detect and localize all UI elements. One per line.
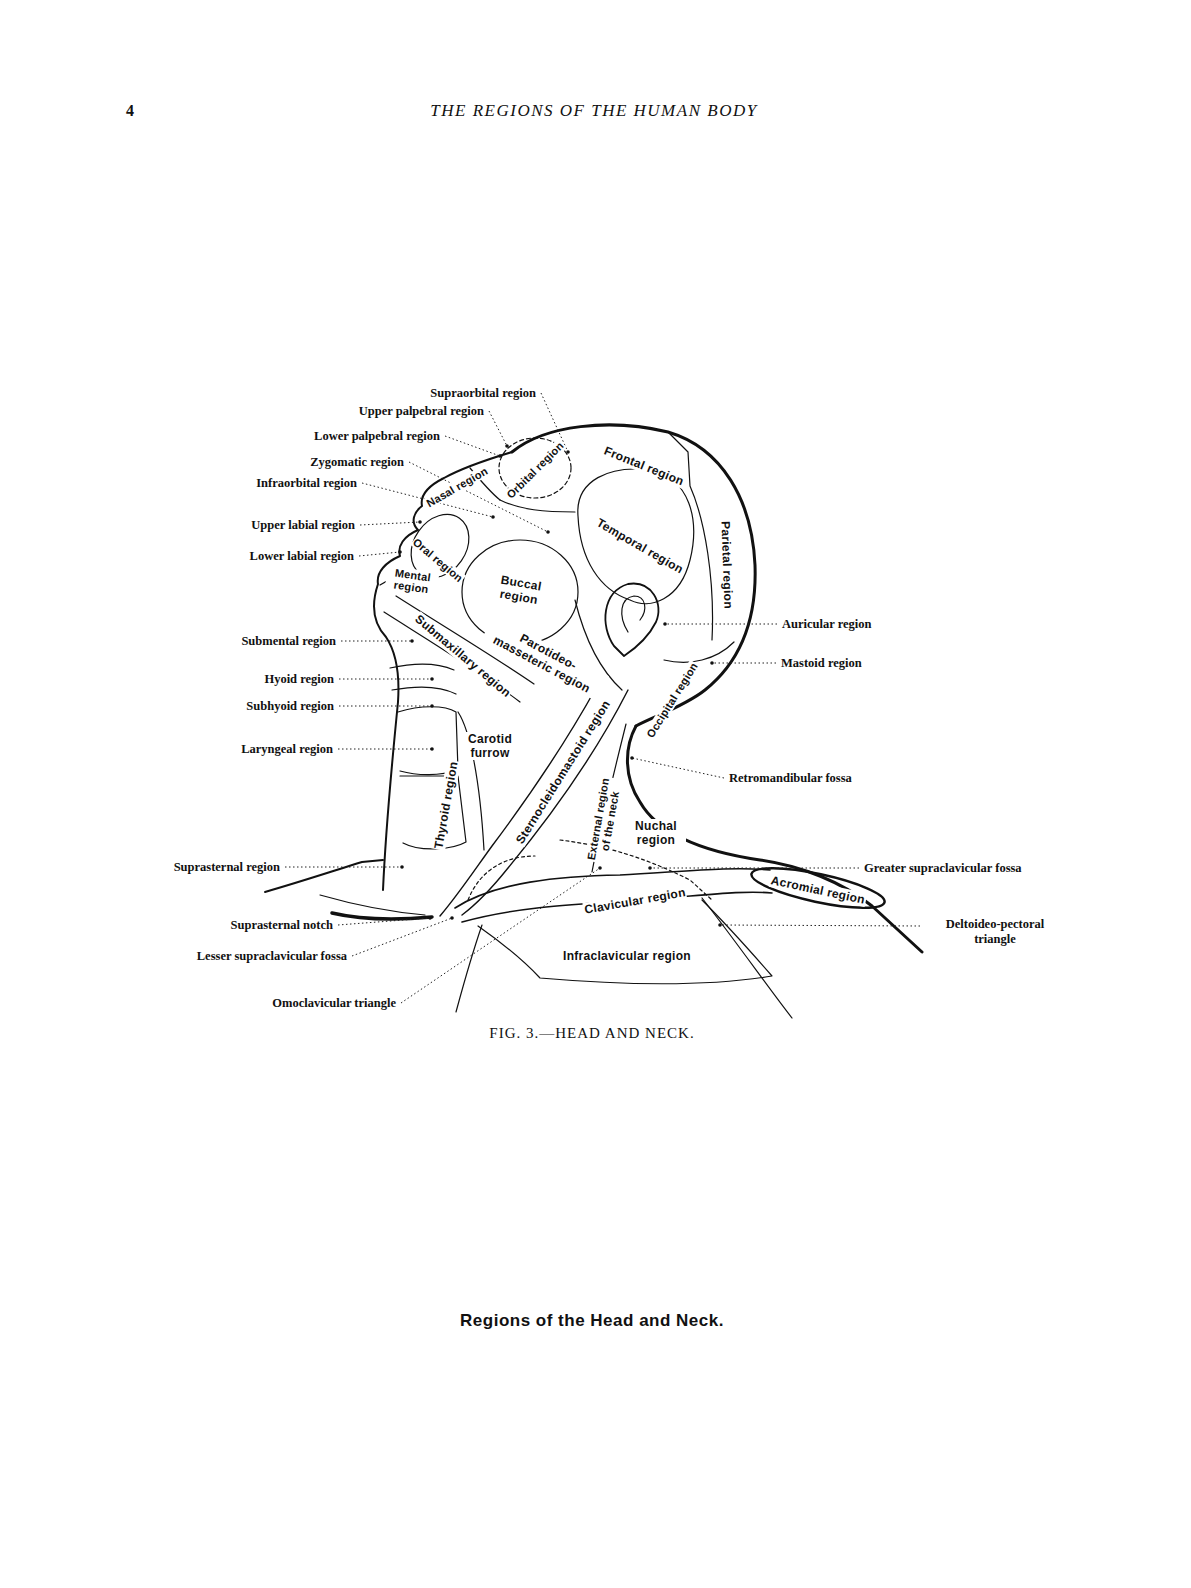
leader-line <box>339 679 432 680</box>
region-label: Regions of the Head and Neck. <box>459 1311 725 1331</box>
region-label: Supraorbital region <box>429 386 537 401</box>
leader-line <box>338 918 430 925</box>
region-label: Retromandibular fossa <box>728 771 853 786</box>
leader-dot <box>498 454 502 458</box>
region-label: Mental region <box>385 565 440 596</box>
leader-dot <box>430 704 434 708</box>
leader-dot <box>598 866 602 870</box>
leader-dot <box>491 515 495 519</box>
region-label: Parietal region <box>718 520 735 610</box>
leader-line <box>665 624 777 625</box>
running-head: THE REGIONS OF THE HUMAN BODY <box>429 101 758 121</box>
leader-dot <box>505 444 509 448</box>
leader-dot <box>710 661 714 665</box>
leader-line <box>401 868 600 1003</box>
region-label: Greater supraclavicular fossa <box>863 861 1023 876</box>
page-number: 4 <box>125 102 135 120</box>
leader-dot <box>566 450 570 454</box>
leader-dot <box>430 677 434 681</box>
region-label: Nuchal region <box>626 819 686 847</box>
region-label: Buccal region <box>488 571 552 609</box>
region-label: Suprasternal notch <box>230 918 334 933</box>
region-label: Frontal region <box>601 443 687 489</box>
region-label: Hyoid region <box>263 672 335 687</box>
leader-line <box>712 663 776 664</box>
leader-line <box>445 436 500 456</box>
leader-dot <box>428 916 432 920</box>
region-label: Laryngeal region <box>240 742 334 757</box>
region-label: Subhyoid region <box>245 699 335 714</box>
leader-line <box>285 867 402 868</box>
leader-line <box>341 641 412 642</box>
region-label: Infraorbital region <box>255 476 358 491</box>
region-label: Clavicular region <box>582 885 687 917</box>
leader-dot <box>718 923 722 927</box>
region-label: Thyroid region <box>431 759 460 850</box>
region-label: Suprasternal region <box>173 860 281 875</box>
leader-dot <box>418 520 422 524</box>
region-label: Upper labial region <box>250 518 356 533</box>
region-label: Zygomatic region <box>309 455 405 470</box>
leader-line <box>360 522 420 525</box>
region-label: Submental region <box>240 634 337 649</box>
leader-line <box>359 552 400 556</box>
region-label: Temporal region <box>593 515 686 577</box>
region-label: Omoclavicular triangle <box>271 996 397 1011</box>
leader-dot <box>648 866 652 870</box>
leader-dot <box>663 622 667 626</box>
region-label: Lesser supraclavicular fossa <box>196 949 348 964</box>
leader-dot <box>398 550 402 554</box>
leader-dot <box>450 916 454 920</box>
region-label: Upper palpebral region <box>358 404 485 419</box>
region-label: Deltoideo-pectoral triangle <box>924 917 1066 947</box>
leader-line <box>632 758 724 778</box>
leader-dot <box>410 639 414 643</box>
leader-line <box>339 706 432 707</box>
figure-caption: FIG. 3.—HEAD AND NECK. <box>488 1025 695 1042</box>
leader-line <box>338 749 432 750</box>
leader-line <box>650 868 859 869</box>
leader-line <box>352 918 452 956</box>
leader-dot <box>546 530 550 534</box>
leader-dot <box>400 865 404 869</box>
leader-dot <box>430 747 434 751</box>
region-label: Lower labial region <box>249 549 355 564</box>
region-label: Auricular region <box>781 617 872 632</box>
region-label: External region of the neck <box>585 776 624 865</box>
region-label: Lower palpebral region <box>313 429 441 444</box>
region-label: Carotid furrow <box>460 732 520 760</box>
region-label: Mastoid region <box>780 656 863 671</box>
leader-line <box>489 411 507 446</box>
leader-line <box>720 925 920 926</box>
leader-dot <box>630 756 634 760</box>
region-label: Infraclavicular region <box>562 949 692 963</box>
